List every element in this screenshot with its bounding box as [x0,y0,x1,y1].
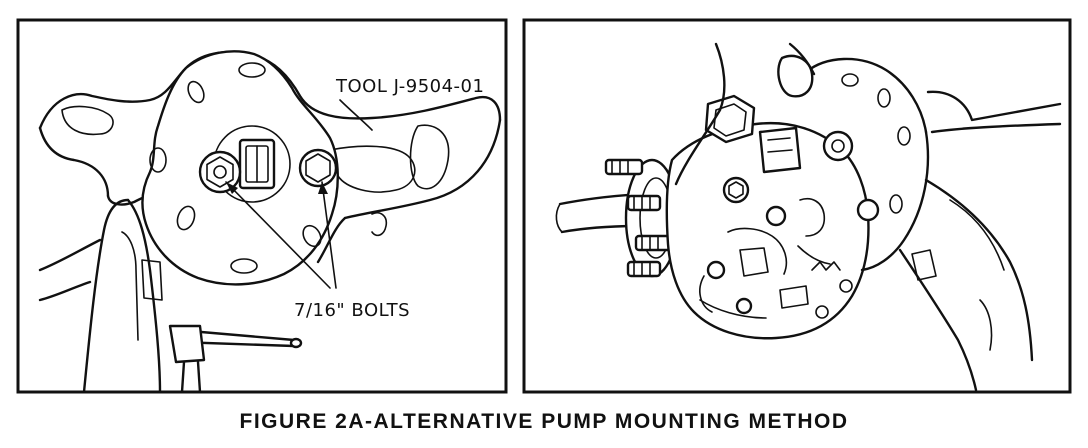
left-panel: TOOL J-9504-01 7/16" BOLTS [16,18,508,394]
bolt-left [198,150,242,194]
plate-slot-right [302,224,322,248]
bolt-right [298,148,338,188]
flange-stud-1 [604,158,644,176]
plate-slot-upper-left [187,80,205,104]
plate-slot-bottom [230,258,258,274]
plate-slot-left [149,147,167,173]
plate-slot-lower-left [176,205,196,231]
right-panel [522,18,1072,394]
flange-stud-3 [634,234,672,252]
engine-bracket [38,198,163,394]
leader-lines [225,99,373,289]
bolts-label: 7/16" BOLTS [294,300,410,321]
engine-housing [898,90,1062,392]
wrench-handle [168,324,303,394]
flange-stud-4 [626,260,662,278]
plate-slot-top [238,62,266,78]
figure-caption: FIGURE 2A-ALTERNATIVE PUMP MOUNTING METH… [240,410,849,433]
tool-label: TOOL J-9504-01 [335,76,484,97]
pump-body [665,94,870,340]
upper-linkage [674,42,816,313]
rear-mounting-plate [804,57,930,272]
flange-stud-2 [626,194,662,212]
